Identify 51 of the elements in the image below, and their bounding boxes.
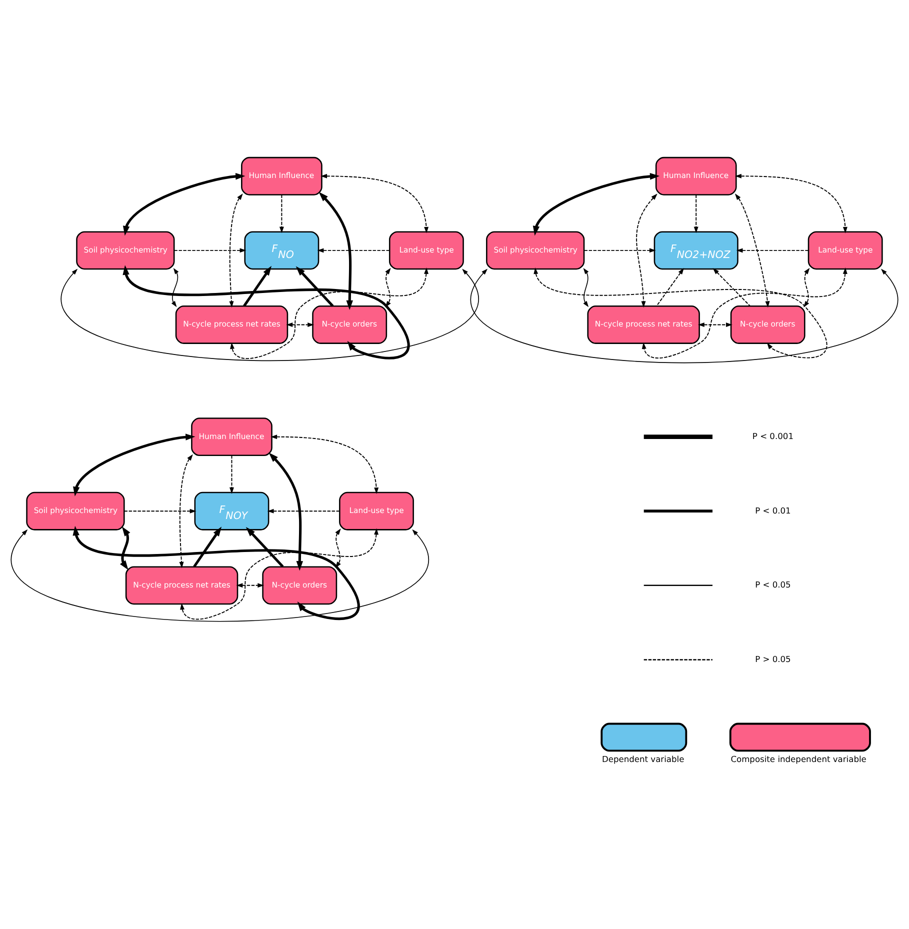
arrow: [10, 528, 430, 622]
legend-label: Composite independent variable: [730, 754, 866, 764]
arrow: [174, 248, 246, 252]
legend-label: P < 0.001: [752, 430, 794, 440]
arrow: [179, 454, 193, 568]
arrow: [318, 191, 353, 310]
legend-label: Dependent variable: [602, 754, 684, 764]
arrow: [122, 264, 410, 359]
arrow: [286, 322, 314, 326]
arrow: [803, 267, 810, 307]
arrow: [532, 172, 660, 236]
arrow: [193, 526, 222, 567]
legend-label: P < 0.01: [755, 504, 791, 515]
arrow: [584, 248, 656, 252]
arrow: [246, 526, 284, 568]
arrow: [72, 525, 360, 620]
legend-label: P < 0.05: [755, 579, 791, 590]
arrow: [279, 194, 284, 233]
arrow: [636, 193, 658, 308]
arrow: [534, 267, 828, 358]
arrow: [73, 433, 196, 496]
legend-label: P > 0.05: [755, 653, 791, 664]
arrow: [335, 528, 341, 568]
arrow: [243, 265, 272, 306]
arrow: [180, 528, 379, 620]
arrow: [124, 508, 196, 513]
arrow: [236, 582, 264, 588]
arrow: [317, 248, 390, 252]
arrow: [698, 322, 732, 326]
arrow: [735, 173, 848, 233]
arrow: [694, 194, 698, 233]
arrow: [583, 268, 589, 307]
arrow: [230, 267, 428, 358]
arrow: [656, 267, 684, 306]
arrow: [385, 267, 391, 307]
arrow: [229, 193, 243, 308]
arrow: [230, 454, 234, 494]
arrow: [320, 173, 429, 233]
arrow: [734, 193, 770, 308]
arrow: [267, 508, 340, 513]
arrow: [642, 267, 848, 358]
arrow: [122, 172, 246, 236]
arrow: [60, 268, 479, 361]
arrow: [120, 526, 130, 570]
arrow: [268, 452, 304, 570]
arrow: [171, 267, 179, 307]
arrow: [470, 268, 898, 363]
arrow: [712, 268, 751, 306]
arrow: [296, 266, 334, 306]
arrow: [270, 434, 379, 494]
arrow: [736, 248, 809, 252]
